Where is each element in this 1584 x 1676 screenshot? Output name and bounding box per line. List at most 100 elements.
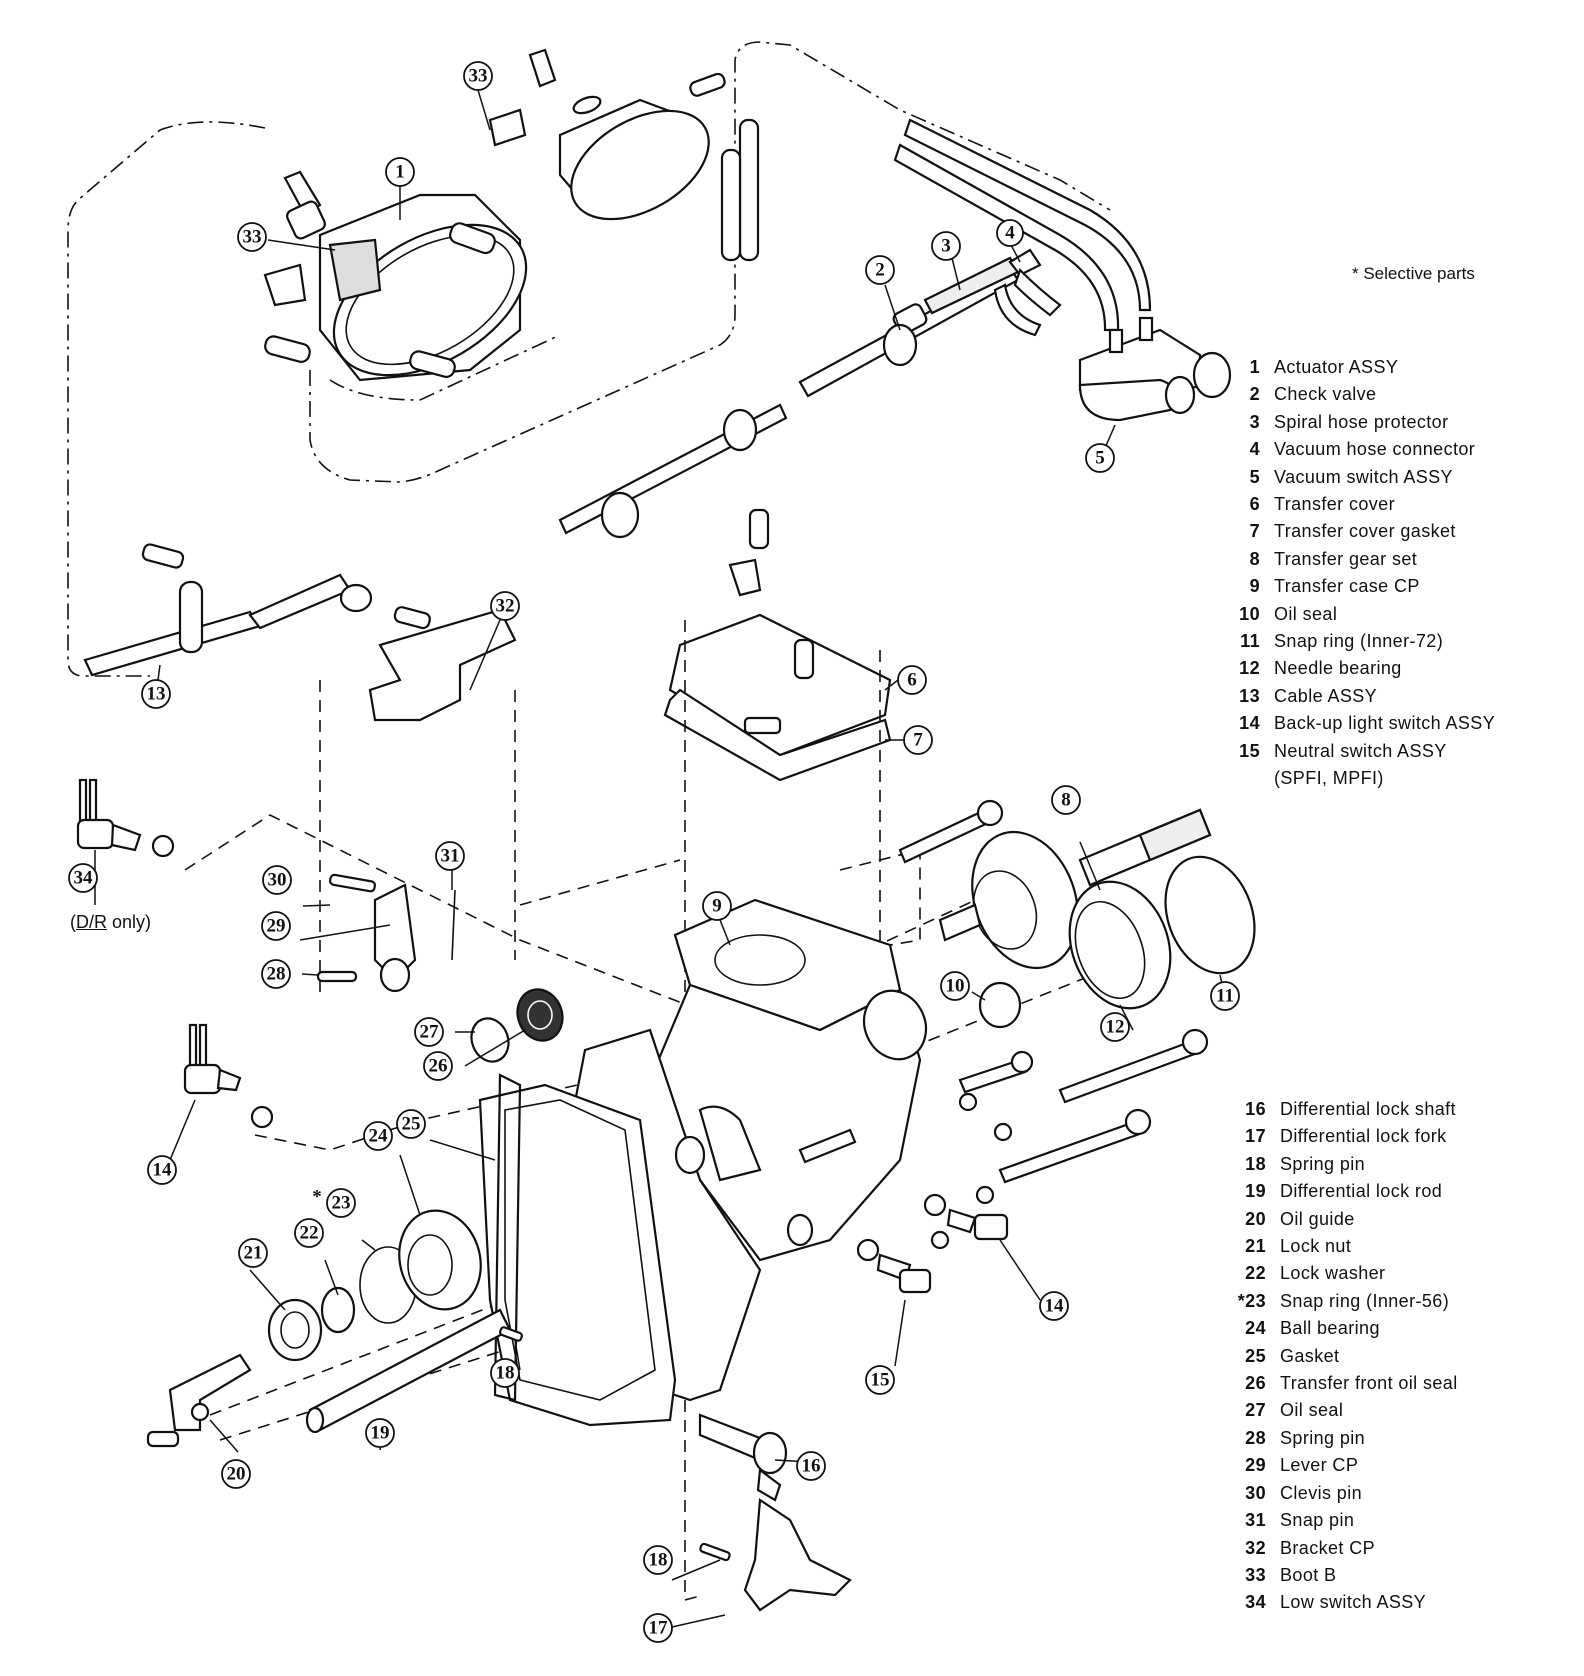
svg-text:5: 5 [1095,448,1105,469]
oil-guide-rod [146,1308,523,1448]
callout-30: 30 [262,865,292,895]
svg-text:9: 9 [712,896,722,917]
bolts-right [798,799,1209,1250]
alignment-line [519,859,681,906]
callout-25: 25 [396,1109,426,1139]
transfer-cover [663,508,892,782]
callout-33-top: 33 [463,61,493,91]
callout-32: 32 [490,591,520,621]
callout-13: 13 [141,679,171,709]
svg-text:21: 21 [244,1243,263,1264]
legend-item-continuation: (SPFI, MPFI) [1274,768,1384,789]
svg-text:34: 34 [74,868,94,889]
callout-4: 4 [996,219,1024,247]
svg-text:33: 33 [243,227,262,248]
transfer-gear-set [938,808,1256,1029]
vacuum-route-line [67,121,266,677]
callout-34: 34 [68,863,98,893]
low-switch-assy [76,778,175,858]
svg-text:18: 18 [496,1363,515,1384]
svg-text:10: 10 [946,976,965,997]
svg-text:11: 11 [1216,986,1234,1007]
callout-17: 17 [643,1613,673,1643]
svg-text:17: 17 [649,1618,669,1639]
svg-text:22: 22 [300,1223,319,1244]
svg-text:4: 4 [1005,223,1015,244]
callout-16: 16 [796,1451,826,1481]
callout-31: 31 [435,841,465,871]
bracket-cp [368,606,517,722]
vacuum-switch-assy [1078,316,1232,422]
vacuum-route-line [329,334,561,401]
dr-note-underlined: D/R [76,912,107,932]
callout-28: 28 [261,959,291,989]
callout-18-bottom: 18 [643,1545,673,1575]
callout-19: 19 [365,1418,395,1448]
callout-2: 2 [865,255,895,285]
svg-text:6: 6 [907,670,917,691]
svg-text:33: 33 [469,66,488,87]
callout-12: 12 [1100,1012,1130,1042]
svg-text:27: 27 [420,1022,440,1043]
svg-text:14: 14 [153,1160,173,1181]
callout-11: 11 [1210,981,1240,1011]
svg-text:32: 32 [496,596,515,617]
svg-text:15: 15 [871,1370,890,1391]
callout-7: 7 [903,725,933,755]
svg-text:2: 2 [875,260,885,281]
callout-26: 26 [423,1051,453,1081]
svg-text:23: 23 [332,1193,351,1214]
actuator-assy-left [263,170,528,382]
actuator-assy-right [488,48,726,221]
svg-text:*: * [312,1187,322,1208]
svg-text:13: 13 [147,684,166,705]
callout-14-right: 14 [1039,1291,1069,1321]
back-up-light-switch-left [183,1023,274,1129]
callout-23: 23 * [312,1187,356,1218]
callout-1: 1 [385,157,415,187]
svg-text:25: 25 [402,1114,421,1135]
bearing-group [267,1073,522,1402]
svg-text:1: 1 [395,162,405,183]
diff-lock-shaft-fork [698,1413,852,1612]
dr-only-note: (D/R only) [70,912,151,933]
alignment-line [209,1279,561,1416]
callout-5: 5 [1085,443,1115,473]
selective-parts-note: * Selective parts [1352,264,1475,283]
svg-text:24: 24 [369,1126,389,1147]
svg-text:7: 7 [913,730,923,751]
